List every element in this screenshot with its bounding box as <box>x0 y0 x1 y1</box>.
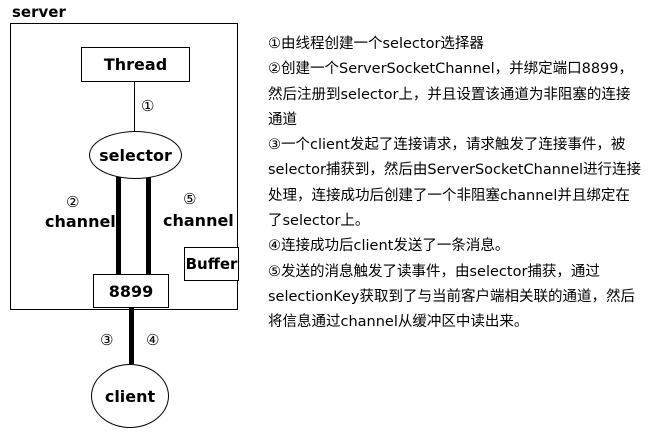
description-line: 将信息通过channel从缓冲区中读出来。 <box>268 314 529 331</box>
description-line: ②创建一个ServerSocketChannel，并绑定端口8899， <box>268 61 634 78</box>
selector-label: selector <box>99 145 172 165</box>
buffer-box: Buffer <box>184 247 239 281</box>
thread-box: Thread <box>81 47 190 82</box>
port-client-connector <box>129 308 134 364</box>
right-channel-label: channel <box>163 211 234 230</box>
description-line: 通道 <box>268 111 297 128</box>
client-label: client <box>104 386 156 406</box>
description-line: ③一个client发起了连接请求，请求触发了连接事件，被 <box>268 137 626 154</box>
thread-selector-connector <box>134 82 135 131</box>
step-marker-3: ③ <box>100 331 114 349</box>
right-channel-connector <box>146 173 151 274</box>
description-text: ①由线程创建一个selector选择器 ②创建一个ServerSocketCha… <box>268 32 646 336</box>
step-marker-4: ④ <box>146 331 160 349</box>
description-line: 然后注册到selector上，并且设置该通道为非阻塞的连接 <box>268 86 631 103</box>
client-node: client <box>91 364 169 428</box>
description-line: selector捕获到，然后由ServerSocketChannel进行连接 <box>268 162 642 179</box>
description-line: 处理，连接成功后创建了一个非阻塞channel并且绑定在 <box>268 187 630 204</box>
server-boundary-box <box>10 23 238 310</box>
step-marker-2: ② <box>66 193 80 211</box>
left-channel-label: channel <box>45 212 116 231</box>
selector-node: selector <box>89 131 182 179</box>
left-channel-connector <box>116 172 121 274</box>
step-marker-1: ① <box>141 97 155 115</box>
description-line: ④连接成功后client发送了一条消息。 <box>268 238 510 255</box>
port-label: 8899 <box>108 281 154 301</box>
buffer-label: Buffer <box>185 255 238 273</box>
description-line: ⑤发送的消息触发了读事件，由selector捕获，通过 <box>268 263 600 280</box>
server-label: server <box>12 3 66 21</box>
description-line: selectionKey获取到了与当前客户端相关联的通道，然后 <box>268 288 635 305</box>
thread-label: Thread <box>103 55 168 74</box>
description-line: 了selector上。 <box>268 213 370 230</box>
description-line: ①由线程创建一个selector选择器 <box>268 36 484 52</box>
port-box: 8899 <box>93 274 169 308</box>
step-marker-5: ⑤ <box>183 190 197 208</box>
